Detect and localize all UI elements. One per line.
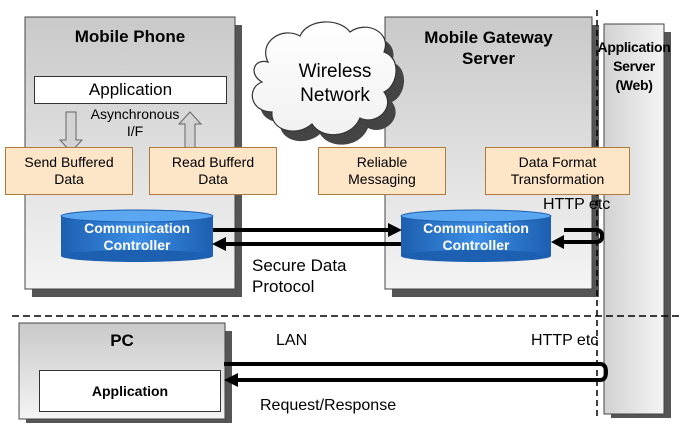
lan-label: LAN xyxy=(276,332,308,349)
pc-request-response-arrow xyxy=(224,362,609,387)
reliable-messaging-box: Reliable Messaging xyxy=(318,147,446,195)
read-buffered-data-label: Read Bufferd Data xyxy=(171,154,255,187)
async-down-arrow xyxy=(58,111,84,153)
data-format-transformation-box: Data Format Transformation xyxy=(485,147,630,195)
secure-data-protocol-label: Secure Data Protocol xyxy=(252,256,347,296)
pc-application-box: Application xyxy=(39,370,221,412)
mobile-phone-title: Mobile Phone xyxy=(74,27,186,46)
phone-controller-label: Communication Controller xyxy=(84,220,190,253)
gateway-controller-label: Communication Controller xyxy=(423,220,529,253)
pc-title: PC xyxy=(110,331,134,350)
wireless-network-cloud xyxy=(251,21,405,145)
secure-protocol-arrows xyxy=(212,223,402,251)
gateway-server-loop-arrow xyxy=(551,228,605,249)
read-buffered-data-box: Read Bufferd Data xyxy=(149,147,277,195)
http-etc-top-label: HTTP etc xyxy=(543,196,611,213)
phone-controller-cylinder xyxy=(60,209,214,262)
data-format-transformation-label: Data Format Transformation xyxy=(510,154,605,187)
app-server-title: Application Server (Web) xyxy=(597,39,671,93)
phone-application-box: Application xyxy=(34,76,227,104)
request-response-label: Request/Response xyxy=(260,397,397,414)
reliable-messaging-label: Reliable Messaging xyxy=(348,154,416,187)
gateway-title: Mobile Gateway Server xyxy=(424,28,553,68)
http-etc-bottom-label: HTTP etc xyxy=(531,332,599,349)
app-server-panel xyxy=(603,23,665,415)
phone-application-label: Application xyxy=(88,80,173,99)
gateway-controller-cylinder xyxy=(400,209,552,262)
async-if-label: Asynchronous I/F xyxy=(90,106,180,139)
pc-application-label: Application xyxy=(91,383,169,399)
send-buffered-data-label: Send Buffered Data xyxy=(24,154,114,187)
send-buffered-data-box: Send Buffered Data xyxy=(5,147,133,195)
wireless-network-label: Wireless Network xyxy=(298,61,372,106)
